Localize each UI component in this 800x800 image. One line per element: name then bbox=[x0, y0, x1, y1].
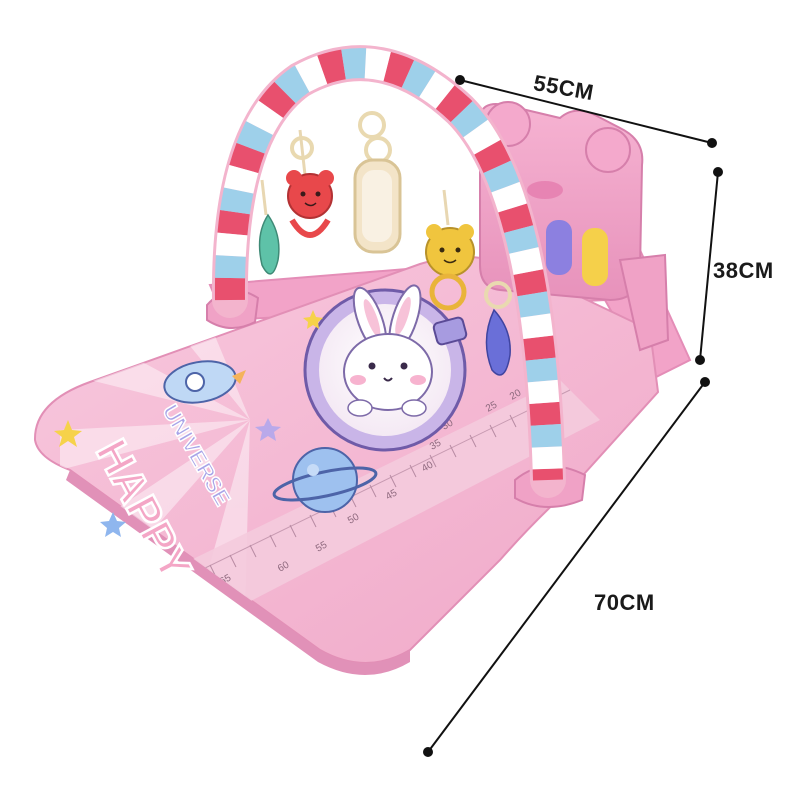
astronaut-bunny-illustration bbox=[303, 284, 468, 452]
hanging-lion-toy bbox=[425, 189, 475, 311]
dimension-line-depth bbox=[427, 381, 706, 753]
dimension-label-depth: 70CM bbox=[594, 590, 655, 615]
play-mat: 70 65 60 55 50 45 40 35 30 25 20 HAPPY U… bbox=[33, 248, 692, 675]
hanging-rattle-toy bbox=[484, 281, 512, 376]
hanging-teether-toy bbox=[258, 179, 280, 275]
ruler-tick-label: 35 bbox=[428, 437, 444, 452]
piano-panel bbox=[479, 101, 670, 352]
ruler-tick-label: 40 bbox=[420, 459, 436, 474]
hanging-bear-toy bbox=[286, 136, 334, 238]
piano-key-purple bbox=[546, 220, 572, 275]
dimension-line-width bbox=[459, 79, 713, 144]
planet-illustration bbox=[272, 447, 378, 513]
ruler-tick-label: 50 bbox=[346, 511, 362, 526]
ruler-tick-label: 45 bbox=[384, 487, 400, 502]
piano-key-yellow bbox=[582, 228, 608, 286]
dimension-line-height bbox=[699, 171, 719, 361]
rocket-illustration bbox=[163, 360, 246, 404]
hanging-toys bbox=[258, 111, 512, 376]
ruler-tick-label: 20 bbox=[508, 387, 524, 402]
ruler-tick-label: 60 bbox=[276, 559, 292, 574]
dimension-label-height: 38CM bbox=[713, 258, 774, 283]
dimension-lines bbox=[423, 75, 723, 757]
ruler-tick-label: 25 bbox=[484, 399, 500, 414]
panel-stand bbox=[618, 253, 670, 352]
play-arch bbox=[206, 45, 587, 509]
ruler-tick-label: 55 bbox=[314, 539, 330, 554]
star-decorations bbox=[54, 310, 323, 537]
hanging-mirror-toy bbox=[353, 111, 402, 254]
